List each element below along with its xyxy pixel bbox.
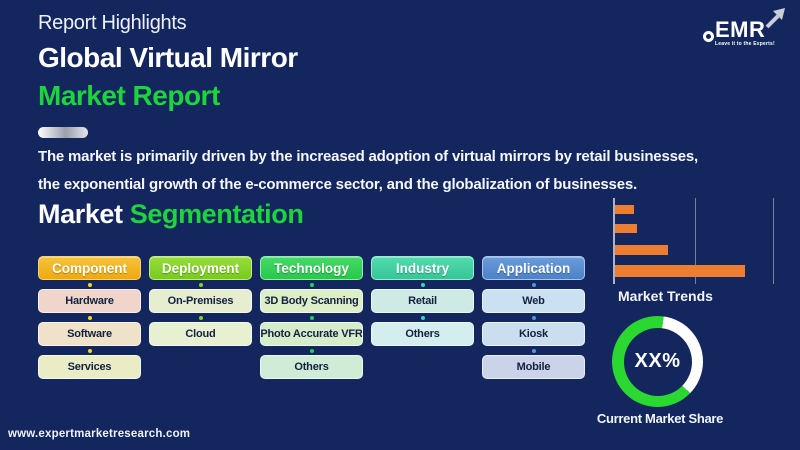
segment-item-services: Services [38, 355, 141, 379]
market-trends-label: Market Trends [618, 288, 713, 304]
trend-bar [615, 205, 635, 214]
connector-dot [309, 348, 314, 353]
connector [87, 313, 92, 322]
connector-dot [198, 315, 203, 320]
connector [309, 280, 314, 289]
connector [309, 313, 314, 322]
gridline [695, 198, 696, 284]
market-trends-chart [613, 198, 775, 284]
connector [531, 346, 536, 355]
column-deployment: Deployment On-Premises Cloud [149, 256, 252, 379]
connector-dot [420, 315, 425, 320]
gridline [773, 198, 775, 284]
logo-tagline: Leave it to the Experts! [715, 41, 775, 47]
connector-dot [420, 282, 425, 287]
segment-item-retail: Retail [371, 289, 474, 313]
column-header-application: Application [482, 256, 585, 280]
divider-pill [38, 127, 88, 138]
column-component: Component Hardware Software Services [38, 256, 141, 379]
report-title-line1: Global Virtual Mirror [38, 42, 298, 73]
column-header-industry: Industry [371, 256, 474, 280]
segment-item-cloud: Cloud [149, 322, 252, 346]
connector [198, 280, 203, 289]
connector [87, 346, 92, 355]
website-url[interactable]: www.expertmarketresearch.com [8, 428, 191, 440]
connector [531, 280, 536, 289]
connector-dot [531, 282, 536, 287]
segment-item-software: Software [38, 322, 141, 346]
connector-dot [309, 282, 314, 287]
segment-item-on-premises: On-Premises [149, 289, 252, 313]
market-share-donut: XX% [612, 316, 703, 407]
description-line2: the exponential growth of the e-commerce… [38, 176, 637, 193]
connector-dot [531, 315, 536, 320]
connector [198, 313, 203, 322]
emr-logo: EMR Leave it to the Experts! [700, 8, 786, 56]
segment-item-photo-accurate-vfr: Photo Accurate VFR [260, 322, 363, 346]
description-line1: The market is primarily driven by the in… [38, 148, 698, 165]
segment-item-kiosk: Kiosk [482, 322, 585, 346]
market-share-label: Current Market Share [596, 411, 724, 426]
market-description: The market is primarily driven by the in… [38, 143, 788, 199]
segmentation-title: Market Segmentation [38, 199, 304, 230]
column-header-component: Component [38, 256, 141, 280]
connector-dot [198, 282, 203, 287]
connector [420, 313, 425, 322]
segment-item-industry-others: Others [371, 322, 474, 346]
segment-item-hardware: Hardware [38, 289, 141, 313]
connector-dot [309, 315, 314, 320]
column-industry: Industry Retail Others [371, 256, 474, 379]
growth-arrow-icon [762, 5, 788, 36]
connector [87, 280, 92, 289]
connector-dot [87, 315, 92, 320]
segment-item-3d-body-scanning: 3D Body Scanning [260, 289, 363, 313]
connector [531, 313, 536, 322]
connector [309, 346, 314, 355]
donut-center-label: XX% [634, 350, 681, 372]
column-header-technology: Technology [260, 256, 363, 280]
connector [420, 280, 425, 289]
report-title-line2: Market Report [38, 80, 220, 111]
segment-item-mobile: Mobile [482, 355, 585, 379]
segment-item-web: Web [482, 289, 585, 313]
segmentation-title-green: Segmentation [129, 199, 304, 229]
column-technology: Technology 3D Body Scanning Photo Accura… [260, 256, 363, 379]
segmentation-columns: Component Hardware Software Services Dep… [38, 256, 585, 379]
column-header-deployment: Deployment [149, 256, 252, 280]
donut-hole: XX% [623, 327, 692, 396]
logo-text: EMR [715, 17, 766, 42]
trend-bar [615, 224, 638, 233]
connector-dot [87, 348, 92, 353]
report-eyebrow: Report Highlights [38, 12, 187, 34]
segment-item-technology-others: Others [260, 355, 363, 379]
trend-bar [615, 245, 668, 255]
column-application: Application Web Kiosk Mobile [482, 256, 585, 379]
connector-dot [87, 282, 92, 287]
trend-bar [615, 265, 745, 277]
logo-ring-icon [703, 31, 714, 42]
segmentation-title-white: Market [38, 199, 130, 229]
connector-dot [531, 348, 536, 353]
